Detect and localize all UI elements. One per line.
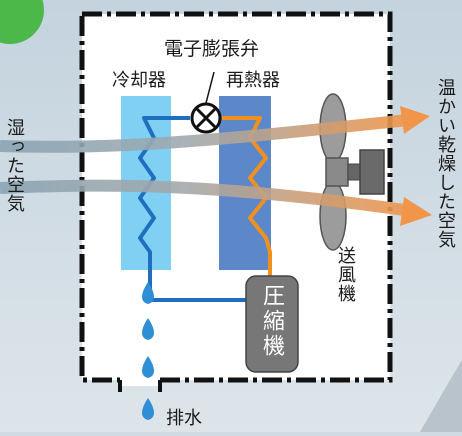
corner-badge — [0, 0, 44, 44]
valve-cross — [195, 107, 217, 129]
fan-label: 送風機 — [335, 246, 356, 303]
water-drops — [142, 282, 154, 420]
reheater-label: 再熱器 — [226, 70, 280, 91]
water-drop-icon — [142, 356, 154, 378]
valve-leader-line — [205, 71, 215, 104]
air-flow-lower — [0, 179, 432, 226]
reheater-panel — [219, 96, 271, 270]
drain-label: 排水 — [166, 408, 202, 429]
drain-opening — [120, 374, 160, 386]
warm-dry-air-label: 温かい乾燥した空気 — [435, 78, 456, 249]
water-drop-icon — [142, 282, 154, 304]
cooler-label: 冷却器 — [112, 70, 166, 91]
compressor-label: 圧縮機 — [259, 284, 284, 359]
background-shadow — [420, 360, 462, 432]
water-drop-icon — [142, 318, 154, 340]
air-flow-upper — [0, 106, 430, 153]
drain-opening-walls — [118, 380, 162, 392]
water-drop-icon — [142, 398, 154, 420]
unit-housing-border — [79, 11, 393, 383]
valve-label: 電子膨張弁 — [164, 38, 260, 60]
humid-air-label: 湿った空気 — [4, 118, 25, 213]
cold-pipe — [138, 116, 248, 302]
compressor-body — [245, 275, 299, 373]
